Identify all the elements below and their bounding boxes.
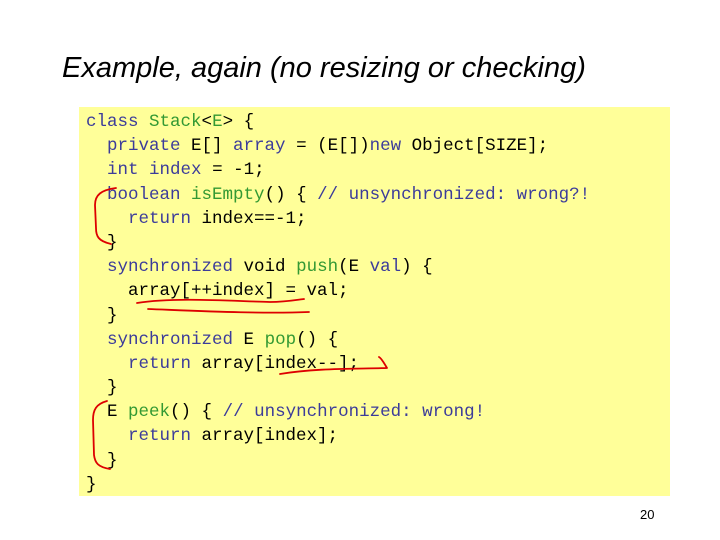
code-text: () { [170,402,223,423]
code-comment: // unsynchronized: wrong! [222,402,486,423]
code-keyword: index [149,160,202,181]
code-comment: // unsynchronized: wrong?! [317,184,591,205]
code-line-push-body: array[++index] = val; [86,279,590,303]
code-text: () { [296,329,339,350]
code-line-index-field: int index = -1; [86,158,590,182]
code-text: } [107,450,118,471]
code-text: } [86,474,97,495]
code-text: ) { [401,257,433,278]
code-identifier: push [296,257,339,278]
code-keyword: return [128,353,192,374]
code-keyword: synchronized [107,257,234,278]
code-keyword: return [128,208,192,229]
code-identifier: isEmpty [191,184,265,205]
code-line-pop-close: } [86,376,590,400]
code-identifier: peek [128,402,171,423]
code-text: = (E[]) [285,136,370,157]
code-line-push-close: } [86,304,590,328]
code-keyword: class [86,112,139,132]
code-text: E [107,402,129,423]
code-keyword: int [107,160,139,181]
code-text [139,160,150,180]
code-keyword: return [128,426,192,447]
code-line-peek-close: } [86,449,590,473]
code-line-isempty: boolean isEmpty() { // unsynchronized: w… [86,183,590,207]
page-number: 20 [640,507,655,522]
code-keyword: array [233,136,286,157]
code-text: array[index--]; [191,353,360,374]
code-text: void [233,257,297,278]
code-text: (E [338,257,370,278]
code-text: array[++index] = val; [128,281,349,302]
code-text: } [107,378,118,399]
code-text: Object[SIZE]; [401,136,549,157]
code-text: () { [264,184,318,205]
code-line-isempty-close: } [86,231,590,255]
code-text: array[index]; [191,426,339,447]
code-text [181,185,192,205]
code-line-pop-body: return array[index--]; [86,352,590,376]
code-text: E [233,329,265,350]
code-identifier: Stack [149,112,202,132]
code-line-array-field: private E[] array = (E[])new Object[SIZE… [86,134,590,158]
code-line-class: class Stack<E> { [86,110,590,134]
code-keyword: private [107,136,181,157]
code-text: index==-1; [191,208,307,229]
code-listing: class Stack<E> { private E[] array = (E[… [86,110,590,497]
code-keyword: new [369,136,402,157]
code-line-push: synchronized void push(E val) { [86,255,590,279]
code-line-peek-return: return array[index]; [86,424,590,448]
code-identifier: pop [264,329,297,350]
code-text: > { [222,112,255,132]
code-text: } [107,232,118,253]
code-line-peek: E peek() { // unsynchronized: wrong! [86,400,590,424]
code-line-class-close: } [86,473,590,497]
code-text: } [107,305,118,326]
code-text: E[] [180,136,234,157]
code-keyword: boolean [107,184,181,205]
code-line-isempty-return: return index==-1; [86,207,590,231]
code-text: < [201,112,213,132]
code-keyword: synchronized [107,329,234,350]
code-text: = -1; [201,160,265,181]
code-identifier: E [212,112,223,132]
slide-title: Example, again (no resizing or checking) [62,52,586,84]
code-keyword: val [369,257,402,278]
code-line-pop: synchronized E pop() { [86,328,590,352]
